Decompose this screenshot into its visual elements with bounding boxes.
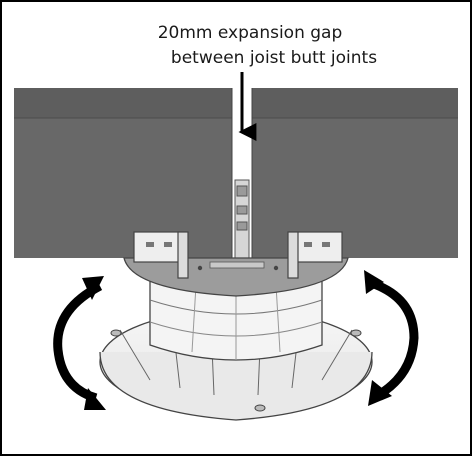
caption-line-2: between joist butt joints	[171, 48, 377, 68]
curved-arrow-clockwise-icon	[364, 270, 419, 406]
bracket-right	[287, 231, 343, 279]
joist-right	[251, 88, 458, 258]
caption-line-1: 20mm expansion gap	[158, 23, 343, 43]
joist-left	[14, 88, 233, 258]
pedestal-support	[99, 257, 373, 421]
bracket-left	[133, 231, 189, 279]
curved-arrow-counterclockwise-icon	[53, 276, 106, 410]
